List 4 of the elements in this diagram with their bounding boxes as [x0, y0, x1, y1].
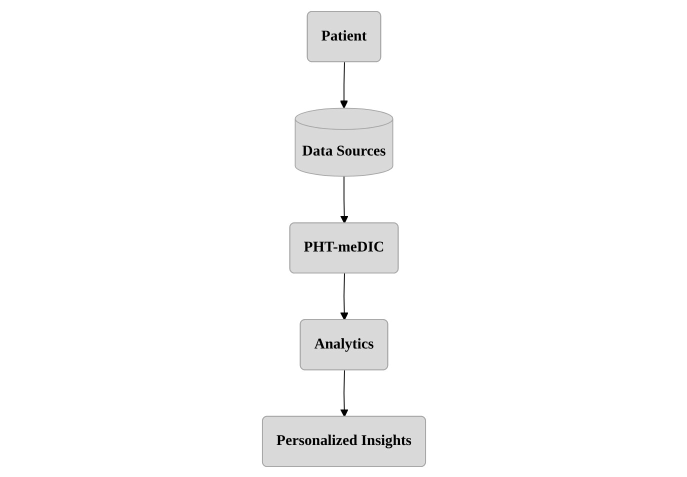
arrow [340, 272, 348, 320]
arrow [340, 369, 348, 417]
arrow [340, 175, 348, 224]
arrow [339, 61, 348, 108]
